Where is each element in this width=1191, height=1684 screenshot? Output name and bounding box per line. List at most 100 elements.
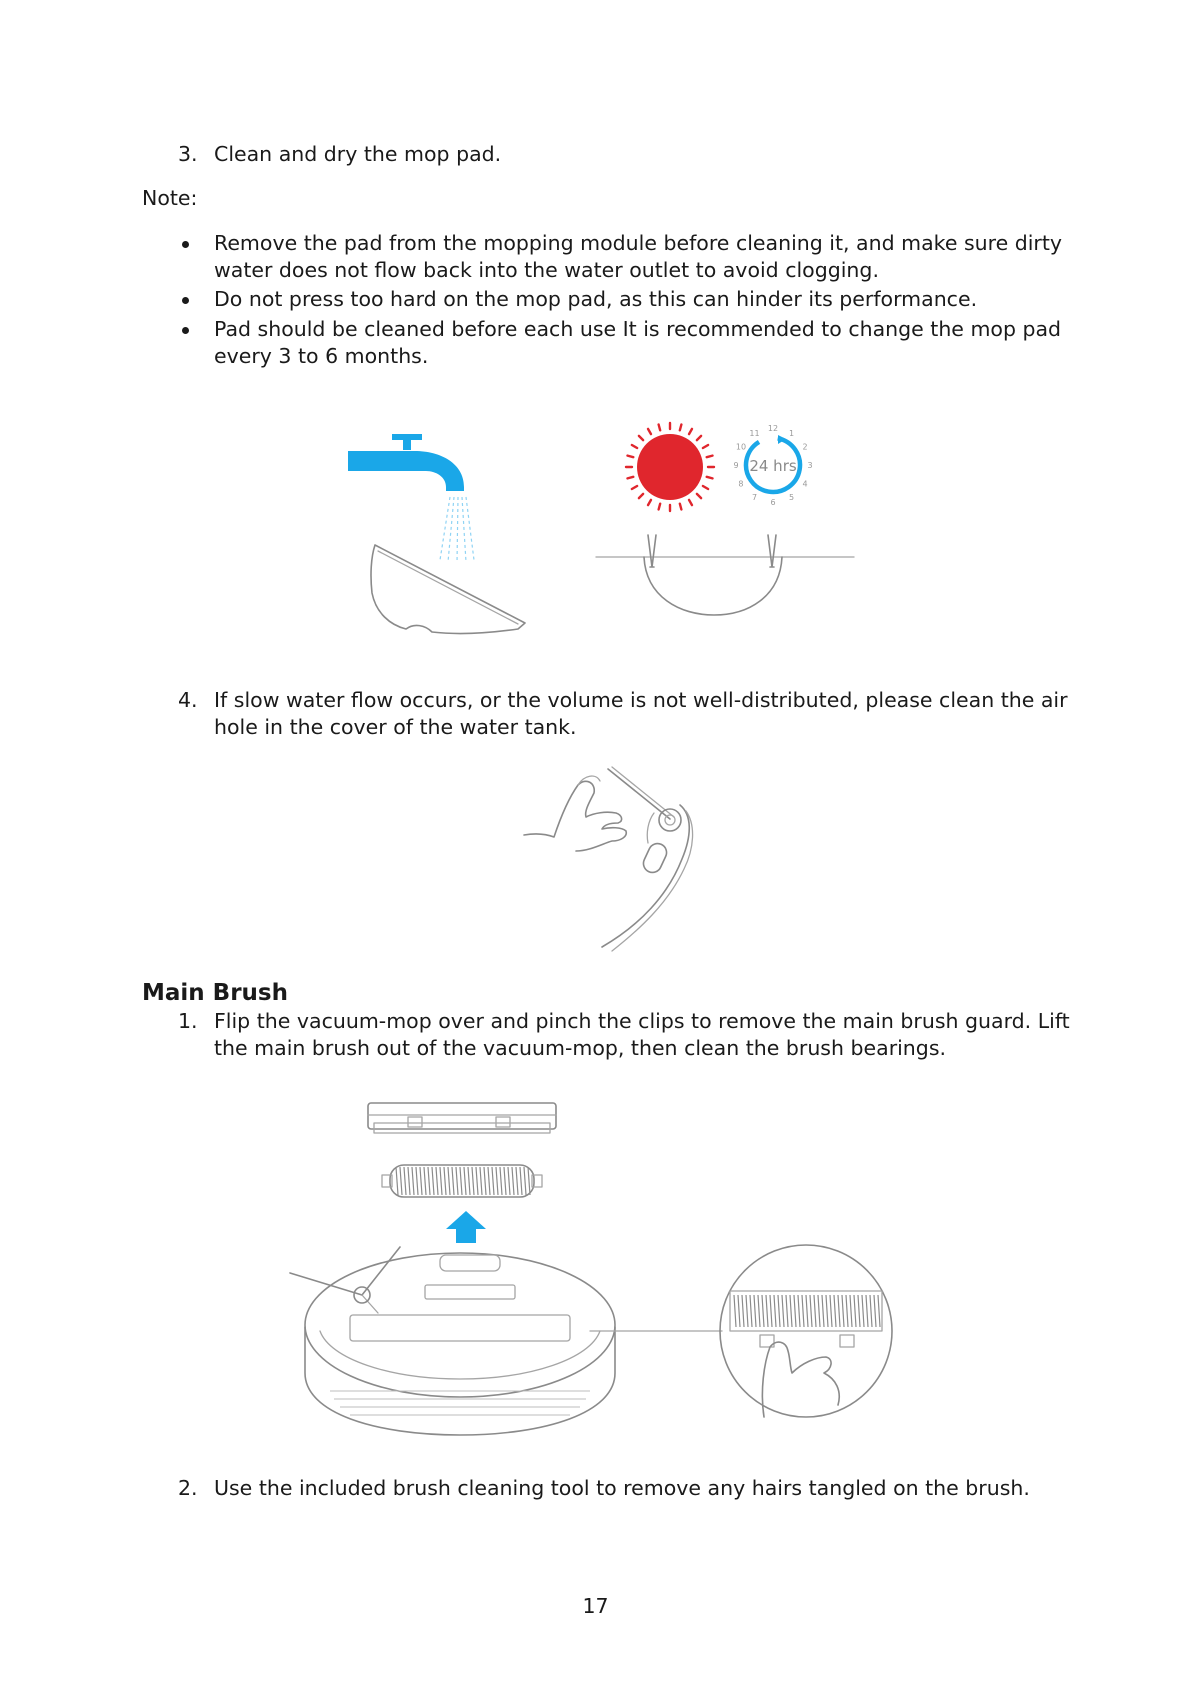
clock-number: 11: [749, 429, 759, 438]
brush-bristle: [849, 1294, 853, 1328]
brush-bristle: [865, 1294, 869, 1328]
brush-bristle: [793, 1294, 797, 1328]
air-hole-cleaning-illustration: [523, 766, 694, 952]
brush-bristle: [439, 1166, 443, 1196]
brush-bristle: [825, 1294, 829, 1328]
bullet-dot: [182, 297, 189, 304]
note-bullet-line: water does not flow back into the water …: [214, 258, 879, 282]
clock-number: 10: [736, 443, 746, 452]
brush-bristle: [749, 1294, 753, 1328]
clock-number: 4: [802, 480, 807, 489]
sun-ray: [678, 502, 683, 511]
brush-guard-icon: [367, 1102, 557, 1134]
step-text-line: Flip the vacuum-mop over and pinch the c…: [214, 1009, 1070, 1033]
brush-bristle: [769, 1294, 773, 1328]
brush-bristle: [419, 1166, 423, 1196]
side-brush-icon: [289, 1246, 401, 1314]
brush-bristle: [765, 1294, 769, 1328]
sun-ray: [626, 475, 635, 480]
mop-pad-icon: [370, 544, 526, 635]
brush-bristle: [873, 1294, 877, 1328]
brush-bristle: [403, 1166, 407, 1196]
brush-bristle: [797, 1294, 801, 1328]
sun-ray: [646, 498, 653, 507]
brush-bristle: [841, 1294, 845, 1328]
brush-bristle: [777, 1294, 781, 1328]
sun-ray: [695, 434, 703, 442]
brush-bristle: [519, 1166, 523, 1196]
brush-bristle: [527, 1166, 531, 1196]
brush-bristle: [785, 1294, 789, 1328]
clock-number: 8: [738, 480, 743, 489]
brush-bristle: [423, 1166, 427, 1196]
brush-bristle: [399, 1166, 403, 1196]
brush-bristle: [463, 1166, 467, 1196]
brush-bristle: [813, 1294, 817, 1328]
brush-bristle: [821, 1294, 825, 1328]
brush-bristle: [443, 1166, 447, 1196]
brush-bristle: [415, 1166, 419, 1196]
brush-bristle: [395, 1166, 399, 1196]
clock-number: 9: [733, 461, 738, 470]
note-bullet-line: Do not press too hard on the mop pad, as…: [214, 287, 978, 311]
sun-ray: [657, 423, 662, 432]
step-text: Use the included brush cleaning tool to …: [214, 1476, 1030, 1500]
sun-ray: [637, 492, 645, 500]
brush-bristle: [511, 1166, 515, 1196]
brush-bristle: [745, 1294, 749, 1328]
brush-bristle: [801, 1294, 805, 1328]
brush-bristle: [845, 1294, 849, 1328]
water-tank-cover-icon: [601, 804, 694, 952]
clock-number: 3: [807, 461, 812, 470]
brush-bristle: [829, 1294, 833, 1328]
step-number: 4.: [178, 688, 198, 712]
sun-ray: [630, 484, 639, 491]
brush-bristle: [789, 1294, 793, 1328]
brush-bristle: [455, 1166, 459, 1196]
faucet-washing-illustration: [348, 434, 526, 635]
brush-detail-zoom-icon: [719, 1244, 893, 1418]
step-text-line: hole in the cover of the water tank.: [214, 715, 577, 739]
clock-number: 7: [752, 493, 757, 502]
sun-ray: [630, 443, 639, 450]
step-number: 3.: [178, 142, 198, 166]
brush-bristle: [487, 1166, 491, 1196]
brush-bristle: [753, 1294, 757, 1328]
sun-ray: [705, 475, 714, 480]
note-bullet-line: Remove the pad from the mopping module b…: [214, 231, 1063, 255]
brush-bristle: [479, 1166, 483, 1196]
brush-bristle: [427, 1166, 431, 1196]
main-brush-removal-illustration: [289, 1102, 893, 1436]
bullet-dot: [182, 241, 189, 248]
step-number: 1.: [178, 1009, 198, 1033]
brush-bristle: [491, 1166, 495, 1196]
section-heading: Main Brush: [142, 980, 288, 1006]
brush-bristle: [817, 1294, 821, 1328]
step-number: 2.: [178, 1476, 198, 1500]
brush-bristle: [757, 1294, 761, 1328]
note-bullet-line: every 3 to 6 months.: [214, 344, 429, 368]
sun-ray: [637, 434, 645, 442]
brush-bristle: [781, 1294, 785, 1328]
brush-bristle: [435, 1166, 439, 1196]
brush-bristle: [869, 1294, 873, 1328]
brush-bristle: [503, 1166, 507, 1196]
brush-bristle: [515, 1166, 519, 1196]
sun-ray: [687, 427, 694, 436]
brush-bristle: [411, 1166, 415, 1196]
sun-ray: [701, 443, 710, 450]
brush-bristle: [837, 1294, 841, 1328]
brush-bristle: [467, 1166, 471, 1196]
brush-bristle: [523, 1166, 527, 1196]
clock-number: 12: [768, 424, 778, 433]
clock-number: 5: [789, 493, 794, 502]
brush-bristle: [475, 1166, 479, 1196]
note-label: Note:: [142, 186, 198, 210]
sun-ray: [705, 454, 714, 459]
brush-bristle: [471, 1166, 475, 1196]
sun-ray: [695, 492, 703, 500]
clock-label: 24 hrs: [749, 457, 797, 475]
cleaning-tool-icon: [607, 766, 675, 820]
brush-bristle: [857, 1294, 861, 1328]
water-spray-icon: [439, 496, 475, 564]
